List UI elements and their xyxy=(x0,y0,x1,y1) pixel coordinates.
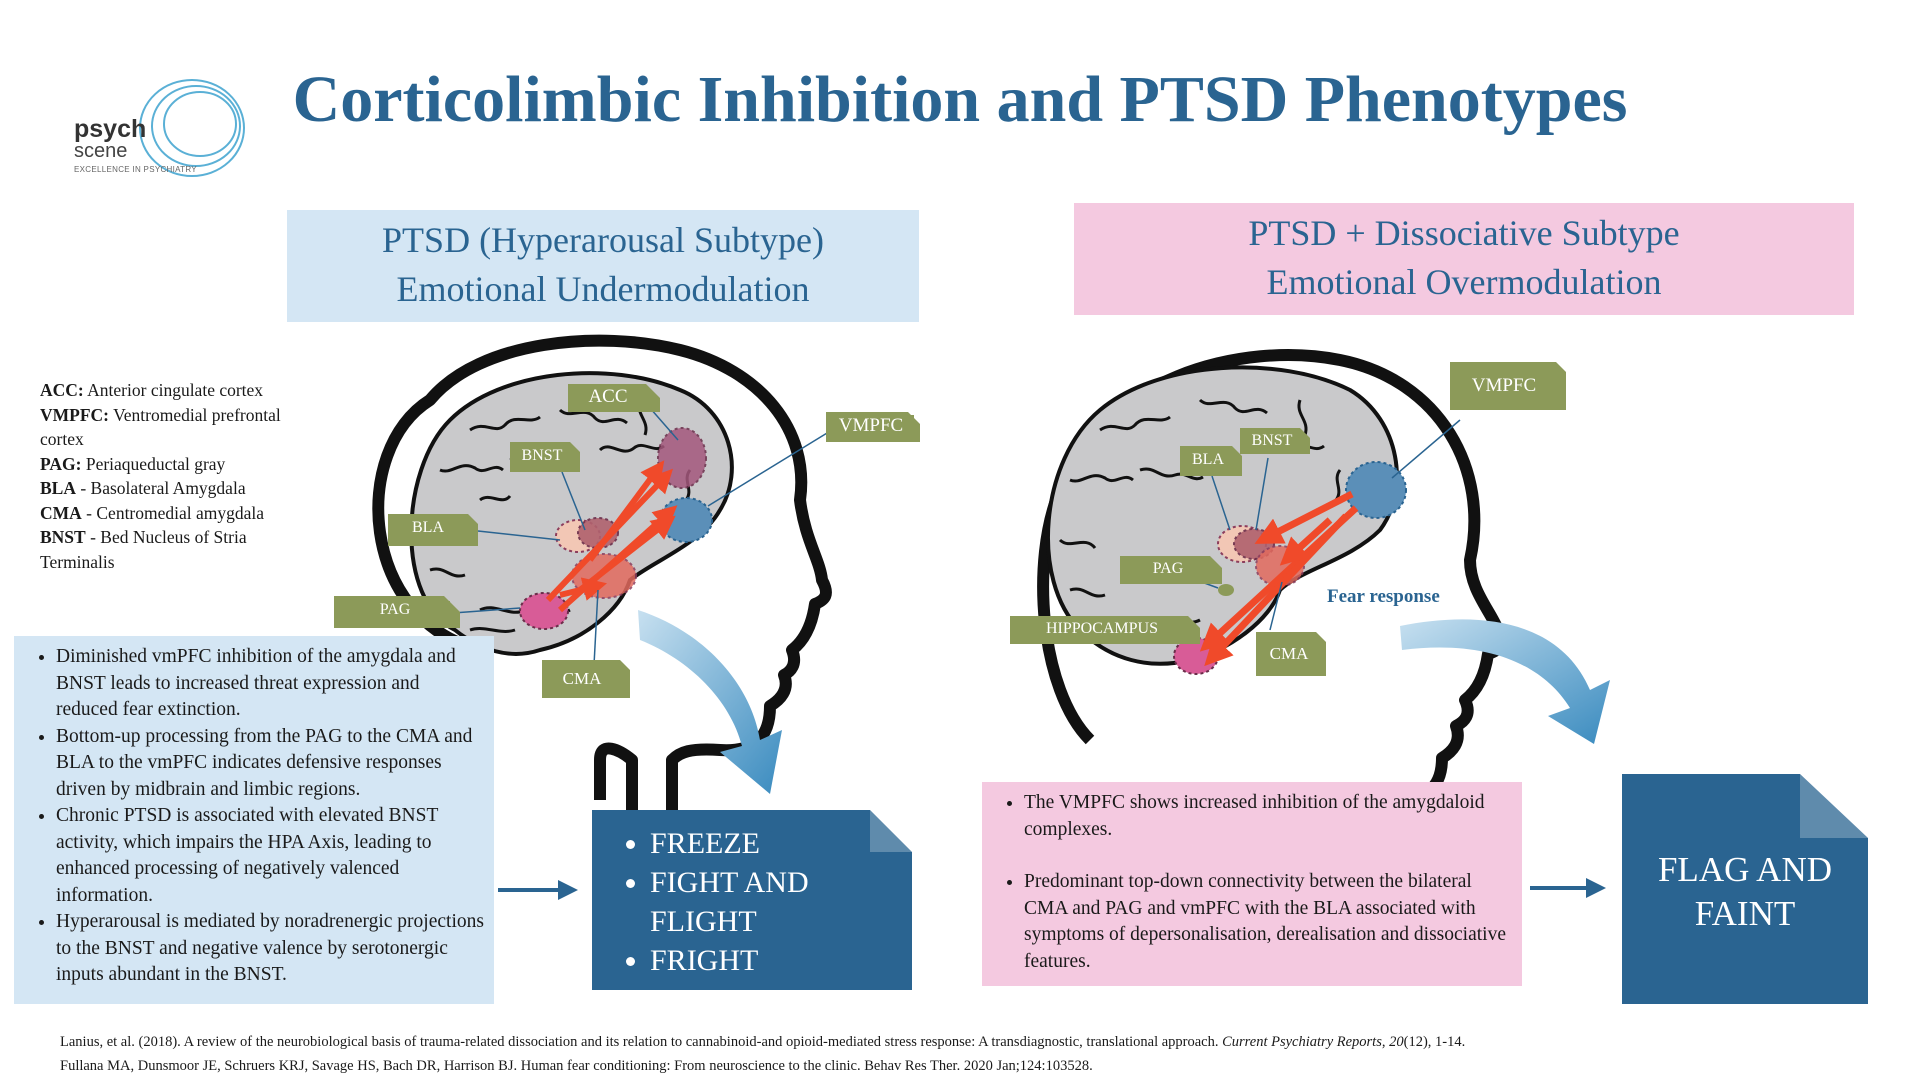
left-header-line2: Emotional Undermodulation xyxy=(396,269,810,309)
tag-bnst-right: BNST xyxy=(1240,432,1304,450)
left-outcome-list: FREEZE FIGHT AND FLIGHT FRIGHT xyxy=(592,810,912,980)
right-header-line1: PTSD + Dissociative Subtype xyxy=(1248,213,1680,253)
reference-1: Lanius, et al. (2018). A review of the n… xyxy=(60,1034,1466,1050)
tag-vmpfc-right: VMPFC xyxy=(1452,375,1556,397)
glossary-item: VMPFC: Ventromedial prefrontal cortex xyxy=(40,404,281,450)
left-head-silhouette-icon xyxy=(372,334,833,826)
fear-response-label: Fear response xyxy=(1327,586,1440,607)
left-curved-arrow-icon xyxy=(638,610,782,794)
outcome-fright: FRIGHT xyxy=(650,941,912,980)
left-outcome-box-shape xyxy=(592,810,912,990)
right-bullet-list: The VMPFC shows increased inhibition of … xyxy=(994,790,1510,975)
glossary-item: ACC: Anterior cingulate cortex xyxy=(40,380,264,400)
page-title: Corticolimbic Inhibition and PTSD Phenot… xyxy=(292,63,1628,136)
reference-2: Fullana MA, Dunsmoor JE, Schruers KRJ, S… xyxy=(60,1058,1093,1074)
glossary-item: BLA - Basolateral Amygdala xyxy=(40,478,246,498)
outcome-flag-faint: FLAG AND FAINT xyxy=(1657,850,1833,933)
outcome-freeze: FREEZE xyxy=(650,824,912,863)
left-panel-header: PTSD (Hyperarousal Subtype) Emotional Un… xyxy=(287,210,919,322)
logo-swirl-icon xyxy=(139,79,245,177)
references: Lanius, et al. (2018). A review of the n… xyxy=(60,1030,1910,1078)
right-pag-region xyxy=(1218,584,1234,596)
list-item: Hyperarousal is mediated by noradrenergi… xyxy=(56,909,484,989)
right-outcome-box-shape xyxy=(1622,774,1868,1004)
logo-tagline: EXCELLENCE IN PSYCHIATRY xyxy=(74,165,197,174)
list-item: Bottom-up processing from the PAG to the… xyxy=(56,724,484,804)
left-pag-region xyxy=(519,592,569,630)
logo-text-psych: psych xyxy=(74,115,147,143)
glossary-item: BNST - Bed Nucleus of Stria Terminalis xyxy=(40,527,247,572)
glossary-item: CMA - Centromedial amygdala xyxy=(40,502,265,523)
right-vmpfc-region xyxy=(1345,461,1407,519)
tag-cma-left: CMA xyxy=(542,669,622,689)
tag-bnst-left: BNST xyxy=(510,447,574,465)
tag-bla-left: BLA xyxy=(390,519,466,537)
right-bullet-panel: The VMPFC shows increased inhibition of … xyxy=(982,782,1522,986)
tag-pag-left: PAG xyxy=(340,601,450,619)
tag-acc-left: ACC xyxy=(568,386,648,408)
right-header-line2: Emotional Overmodulation xyxy=(1266,262,1662,302)
left-outcome-box: FREEZE FIGHT AND FLIGHT FRIGHT xyxy=(592,810,912,990)
left-header-line1: PTSD (Hyperarousal Subtype) xyxy=(382,220,824,260)
list-item: Diminished vmPFC inhibition of the amygd… xyxy=(56,644,484,724)
left-pointer-lines xyxy=(452,407,833,666)
logo-text-scene: scene xyxy=(74,140,128,162)
tag-vmpfc-left: VMPFC xyxy=(828,415,914,437)
tag-bla-right: BLA xyxy=(1180,451,1236,469)
right-red-arrows-icon xyxy=(1199,490,1359,667)
list-item: Predominant top-down connectivity betwee… xyxy=(1024,869,1510,975)
glossary: ACC: Anterior cingulate cortex VMPFC: Ve… xyxy=(40,378,310,574)
right-panel-header: PTSD + Dissociative Subtype Emotional Ov… xyxy=(1074,203,1854,315)
left-bullet-panel: Diminished vmPFC inhibition of the amygd… xyxy=(14,636,494,1004)
left-red-arrows-icon xyxy=(545,460,678,613)
outcome-fight-flight: FIGHT AND FLIGHT xyxy=(650,863,912,941)
tag-hippocampus-right: HIPPOCAMPUS xyxy=(1012,620,1192,638)
right-brain-folds-icon xyxy=(1058,398,1342,624)
glossary-item: PAG: Periaqueductal gray xyxy=(40,453,226,474)
right-outcome-box: FLAG AND FAINT xyxy=(1622,774,1868,1004)
left-bullet-list: Diminished vmPFC inhibition of the amygd… xyxy=(26,644,484,989)
tag-pag-right: PAG xyxy=(1122,560,1214,578)
tag-cma-right: CMA xyxy=(1256,644,1322,664)
list-item: The VMPFC shows increased inhibition of … xyxy=(1024,790,1510,843)
right-head-silhouette-icon xyxy=(1037,349,1508,836)
list-item: Chronic PTSD is associated with elevated… xyxy=(56,803,484,909)
right-curved-arrow-icon xyxy=(1400,619,1610,744)
